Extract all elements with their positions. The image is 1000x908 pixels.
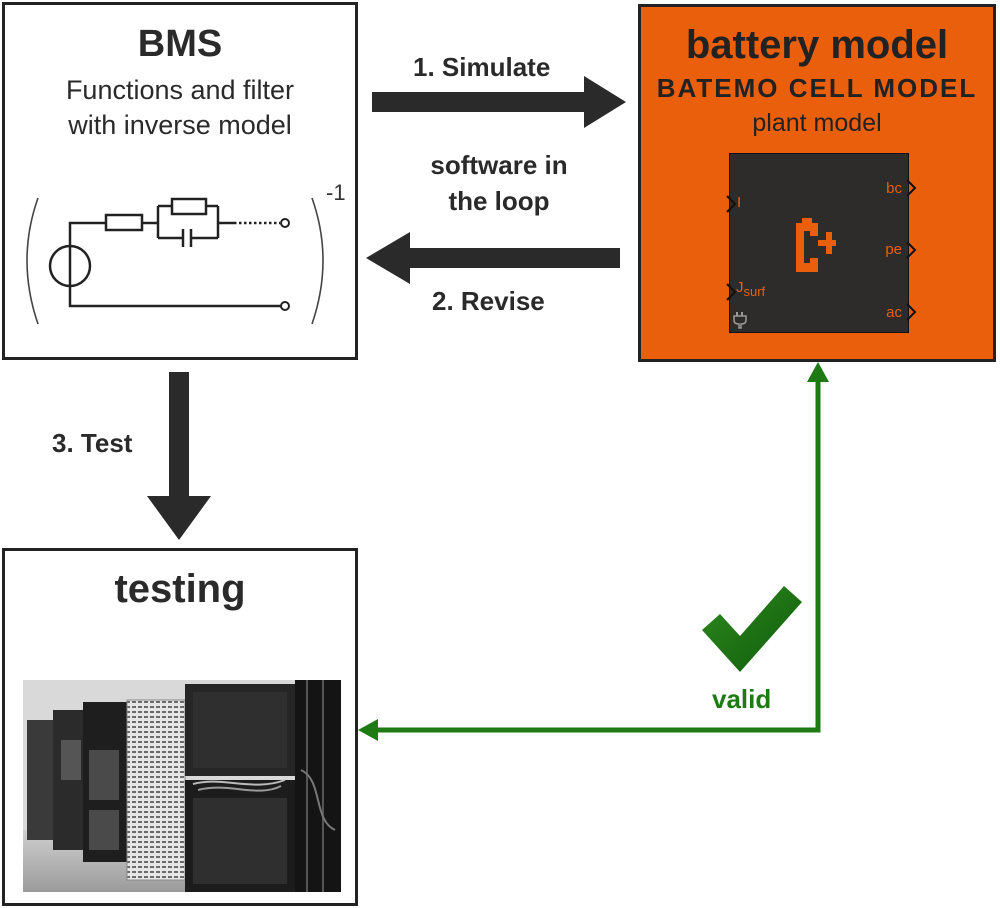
software-in-the-loop-line1: software in xyxy=(430,150,568,180)
output-port-pe: pe xyxy=(885,241,902,258)
bms-title: BMS xyxy=(137,23,223,65)
revise-arrow xyxy=(366,232,620,284)
bms-box: BMS Functions and filter with inverse mo… xyxy=(2,2,358,360)
software-in-the-loop-line2: the loop xyxy=(448,186,550,216)
terminal-bottom xyxy=(280,301,290,311)
output-port-ac: ac xyxy=(886,304,902,321)
cell-model-block[interactable]: I Jsurf bc pe ac xyxy=(726,153,917,333)
test-arrow xyxy=(147,372,211,540)
test-lab-photo xyxy=(23,680,341,892)
series-resistor-symbol xyxy=(104,213,144,232)
bms-subtitle-line2: with inverse model xyxy=(68,110,292,140)
output-port-ac-marker xyxy=(906,303,917,321)
revise-label: 2. Revise xyxy=(432,286,545,316)
battery-logo-icon xyxy=(796,218,836,272)
terminal-top xyxy=(280,218,290,228)
input-port-J-marker xyxy=(726,283,737,301)
input-port-J-main: J xyxy=(736,279,744,296)
batemo-brand: BATEMO CELL MODEL xyxy=(656,73,978,103)
plant-model-label: plant model xyxy=(752,109,882,137)
testing-box: testing xyxy=(2,548,358,906)
plug-icon xyxy=(733,312,747,329)
checkmark-icon xyxy=(702,586,802,672)
equivalent-circuit-diagram xyxy=(26,197,324,325)
simulate-arrow xyxy=(372,76,626,128)
input-port-I: I xyxy=(737,194,742,211)
testing-title: testing xyxy=(114,567,246,611)
bms-subtitle-line1: Functions and filter xyxy=(65,75,295,105)
simulate-label: 1. Simulate xyxy=(413,52,551,82)
input-port-J-sub: surf xyxy=(743,284,766,299)
validation-arrow xyxy=(358,362,829,741)
input-port-I-marker xyxy=(726,195,737,213)
output-port-bc: bc xyxy=(886,180,902,197)
parallel-resistor-symbol xyxy=(170,197,208,216)
output-port-bc-marker xyxy=(906,179,917,197)
input-port-J: Jsurf xyxy=(736,279,765,299)
battery-model-box: battery model BATEMO CELL MODEL plant mo… xyxy=(638,4,996,362)
inverse-exponent: -1 xyxy=(326,180,346,205)
test-label: 3. Test xyxy=(52,428,133,458)
valid-label: valid xyxy=(712,684,772,714)
battery-title: battery model xyxy=(685,23,949,67)
output-port-pe-marker xyxy=(906,241,917,259)
